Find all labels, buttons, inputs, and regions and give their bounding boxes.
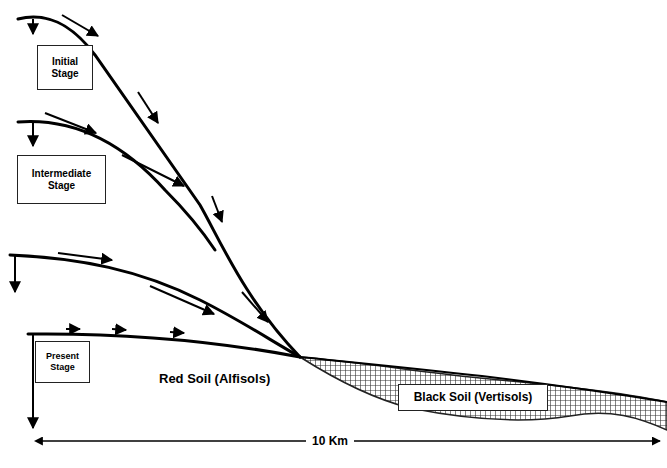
flow-arrow [138,92,158,123]
lowering-arrow [32,121,34,146]
flow-arrow [58,253,112,260]
initial-profile [18,17,300,357]
dimension-label: 10 Km [306,434,354,448]
flow-arrow [66,328,80,330]
flow-arrow [122,155,184,186]
intermediate-profile [18,122,215,250]
box-label: Intermediate Stage [21,168,102,192]
lowering-arrow [14,255,16,292]
box-label: Black Soil (Vertisols) [414,390,533,404]
box-label: Present Stage [39,351,86,373]
stage-box: Initial Stage [37,45,93,90]
flow-arrow [45,113,96,133]
flow-arrow [150,286,214,314]
box-label: Initial Stage [41,56,89,80]
soil-box: Black Soil (Vertisols) [398,384,548,411]
stage-box: Intermediate Stage [17,155,106,204]
soil-label: Red Soil (Alfisols) [159,371,270,386]
lowering-arrow [32,19,34,34]
flow-arrow [62,15,98,36]
flow-arrow [242,292,268,322]
flow-arrow [212,196,222,222]
flow-arrow [112,329,126,330]
flow-arrow [170,332,184,333]
lowering-arrow [32,334,34,428]
stage-box: Present Stage [35,341,90,383]
black-soil-region [300,357,667,430]
